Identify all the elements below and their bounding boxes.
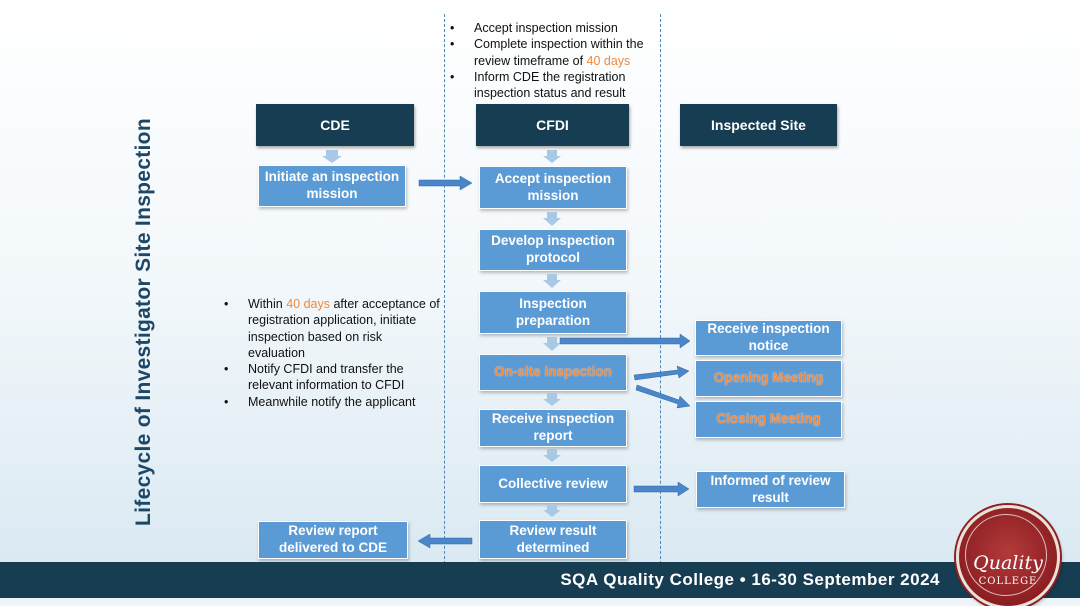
box-review-report-delivered: Review report delivered to CDE xyxy=(258,521,408,559)
top-note-2: Complete inspection within the review ti… xyxy=(448,36,668,69)
logo-text-quality: Quality xyxy=(973,552,1043,574)
box-collective-review: Collective review xyxy=(479,465,627,503)
arrow-onsite-to-opening xyxy=(633,365,690,381)
box-receive-report: Receive inspection report xyxy=(479,409,627,447)
logo-text-college: COLLEGE xyxy=(978,576,1038,587)
left-note-3: Meanwhile notify the applicant xyxy=(222,394,442,411)
arrow-onsite-to-closing xyxy=(635,384,691,409)
down-arrow-cfdi-7 xyxy=(543,505,561,517)
down-arrow-cfdi-5 xyxy=(543,393,561,406)
header-cde: CDE xyxy=(256,104,414,146)
box-closing-meeting: Closing Meeting xyxy=(695,401,842,438)
box-develop-protocol: Develop inspection protocol xyxy=(479,229,627,271)
box-inspection-preparation: Inspection preparation xyxy=(479,291,627,334)
down-arrow-cfdi-4 xyxy=(543,337,561,351)
box-informed-result: Informed of review result xyxy=(696,471,845,508)
footer-bottom-strip xyxy=(0,598,1080,606)
arrow-determined-to-cde xyxy=(417,533,473,549)
box-opening-meeting: Opening Meeting xyxy=(695,360,842,397)
left-note-2: Notify CFDI and transfer the relevant in… xyxy=(222,361,442,394)
top-note-3: Inform CDE the registration inspection s… xyxy=(448,69,668,102)
footer-text: SQA Quality College • 16-30 September 20… xyxy=(560,570,940,589)
logo-ring xyxy=(965,514,1047,596)
top-notes: Accept inspection mission Complete inspe… xyxy=(448,20,668,101)
header-cfdi: CFDI xyxy=(476,104,629,146)
left-notes: Within 40 days after acceptance of regis… xyxy=(222,296,442,410)
column-divider-right xyxy=(660,14,661,574)
header-inspected-site: Inspected Site xyxy=(680,104,837,146)
box-review-result-determined: Review result determined xyxy=(479,520,627,559)
down-arrow-cde xyxy=(322,150,342,163)
down-arrow-cfdi-2 xyxy=(543,212,561,226)
down-arrow-cfdi-6 xyxy=(543,449,561,462)
quality-college-logo: Quality COLLEGE xyxy=(956,505,1060,606)
column-divider-left xyxy=(444,14,445,574)
box-receive-notice: Receive inspection notice xyxy=(695,320,842,356)
box-initiate-mission: Initiate an inspection mission xyxy=(258,165,406,207)
down-arrow-cfdi-1 xyxy=(543,150,561,163)
arrow-collective-to-informed xyxy=(633,481,690,497)
left-note-1: Within 40 days after acceptance of regis… xyxy=(222,296,442,361)
arrow-preparation-to-notice xyxy=(559,333,691,349)
down-arrow-cfdi-3 xyxy=(543,274,561,288)
footer-bar: SQA Quality College • 16-30 September 20… xyxy=(0,562,1080,598)
box-onsite-inspection: On-site inspection xyxy=(479,354,627,391)
arrow-initiate-to-accept xyxy=(418,175,473,191)
top-note-1: Accept inspection mission xyxy=(448,20,668,37)
box-accept-mission: Accept inspection mission xyxy=(479,166,627,209)
